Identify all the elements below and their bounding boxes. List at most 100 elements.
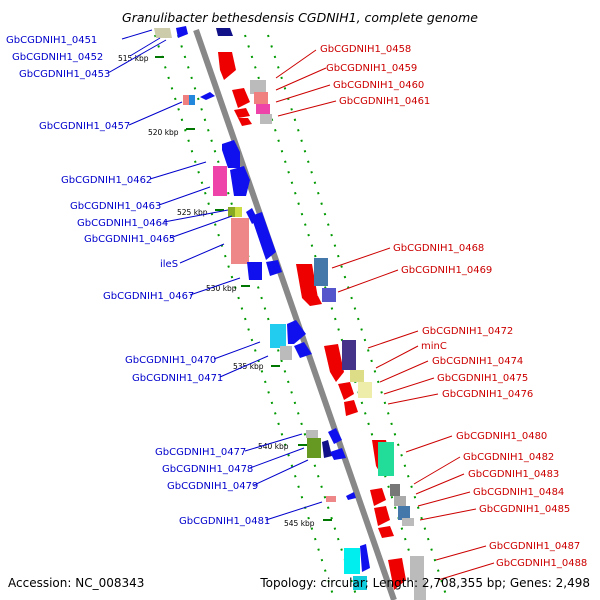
gene-forward [230, 166, 250, 196]
scale-label: 530 kbp [206, 284, 237, 293]
gene-forward [328, 428, 342, 444]
leader-line [405, 435, 453, 453]
gene-reverse [374, 506, 390, 526]
gene-forward [346, 492, 356, 500]
gene-reverse [344, 400, 358, 416]
leader-line [419, 508, 477, 521]
gene-forward [231, 218, 249, 264]
gene-label: GbCGDNIH1_0477 [155, 447, 246, 458]
leader-line [179, 243, 225, 264]
gene-label: GbCGDNIH1_0465 [84, 234, 175, 245]
leader-line [158, 186, 211, 206]
gene-forward [216, 28, 233, 36]
reverse-strand-genes [218, 52, 426, 600]
scale-label: 540 kbp [258, 442, 289, 451]
gene-label: GbCGDNIH1_0472 [422, 326, 513, 337]
gene-label: GbCGDNIH1_0463 [70, 201, 161, 212]
leader-line [265, 501, 323, 521]
leader-line [189, 277, 241, 296]
gene-reverse [378, 526, 394, 538]
leader-line [244, 433, 303, 452]
right-leader-lines [275, 49, 495, 581]
gene-label: GbCGDNIH1_0453 [19, 69, 110, 80]
gene-reverse [324, 344, 344, 382]
leader-line [169, 215, 233, 239]
leader-line [277, 100, 337, 117]
gene-forward [247, 262, 262, 280]
leader-line [367, 330, 419, 349]
gene-label: minC [421, 341, 447, 352]
gene-forward [280, 346, 292, 360]
gene-label: GbCGDNIH1_0469 [401, 265, 492, 276]
gene-label: GbCGDNIH1_0487 [489, 541, 580, 552]
scale-label: 545 kbp [284, 519, 315, 528]
gene-forward [307, 438, 321, 458]
gene-reverse [250, 80, 266, 94]
gene-label: GbCGDNIH1_0452 [12, 52, 103, 63]
gene-forward [183, 95, 189, 105]
gene-label: GbCGDNIH1_0468 [393, 243, 484, 254]
gene-label: GbCGDNIH1_0464 [77, 218, 168, 229]
gene-forward [287, 320, 306, 344]
gene-reverse [218, 52, 236, 80]
leader-line [275, 84, 331, 103]
gene-forward [306, 430, 318, 438]
leader-line [249, 447, 305, 469]
gene-reverse [254, 92, 268, 104]
gene-forward [213, 166, 227, 196]
map-title: Granulibacter bethesdensis CGDNIH1, comp… [122, 10, 478, 25]
gene-forward [294, 342, 312, 358]
left-leader-lines [107, 29, 323, 521]
gene-label: GbCGDNIH1_0479 [167, 481, 258, 492]
gene-reverse [238, 118, 252, 126]
gene-reverse [394, 496, 406, 506]
leader-line [435, 545, 487, 561]
gene-reverse [322, 288, 336, 302]
leader-line [253, 459, 309, 486]
gene-reverse [390, 484, 400, 496]
gene-forward [330, 448, 346, 460]
gene-label: GbCGDNIH1_0480 [456, 431, 547, 442]
gene-label: GbCGDNIH1_0470 [125, 355, 216, 366]
gene-label: GbCGDNIH1_0483 [468, 469, 559, 480]
left-labels: GbCGDNIH1_0451 GbCGDNIH1_0452 GbCGDNIH1_… [6, 35, 270, 527]
gene-label: GbCGDNIH1_0481 [179, 516, 270, 527]
gene-reverse [256, 104, 270, 114]
leader-line [415, 473, 465, 495]
gene-label: GbCGDNIH1_0457 [39, 121, 130, 132]
leader-line [107, 39, 167, 74]
gene-forward [326, 496, 336, 502]
gene-reverse [296, 264, 318, 306]
gene-forward [222, 140, 240, 168]
scale-label: 520 kbp [148, 128, 179, 137]
leader-line [128, 101, 183, 126]
gene-reverse [232, 88, 250, 108]
gene-forward [344, 548, 360, 574]
gene-reverse [342, 340, 356, 370]
leader-line [337, 269, 399, 293]
gene-reverse [338, 382, 354, 400]
gene-reverse [414, 580, 426, 600]
genome-backbone [193, 29, 397, 600]
gene-forward [176, 26, 188, 38]
gene-label: GbCGDNIH1_0474 [432, 356, 523, 367]
gene-label: GbCGDNIH1_0458 [320, 44, 411, 55]
leader-line [213, 341, 261, 360]
gene-reverse [358, 382, 372, 398]
leader-line [437, 562, 495, 581]
gene-reverse [378, 442, 394, 476]
gene-label: GbCGDNIH1_0478 [162, 464, 253, 475]
gene-label: GbCGDNIH1_0459 [326, 63, 417, 74]
gene-forward [360, 544, 370, 572]
gene-forward [154, 28, 172, 38]
leader-line [275, 67, 327, 91]
gene-reverse [234, 108, 250, 118]
gene-forward [235, 207, 242, 217]
gene-forward [251, 212, 276, 260]
gene-forward [322, 440, 332, 458]
leader-line [219, 355, 269, 378]
gene-reverse [410, 556, 424, 580]
gene-reverse [350, 370, 364, 382]
gene-reverse [402, 518, 414, 526]
